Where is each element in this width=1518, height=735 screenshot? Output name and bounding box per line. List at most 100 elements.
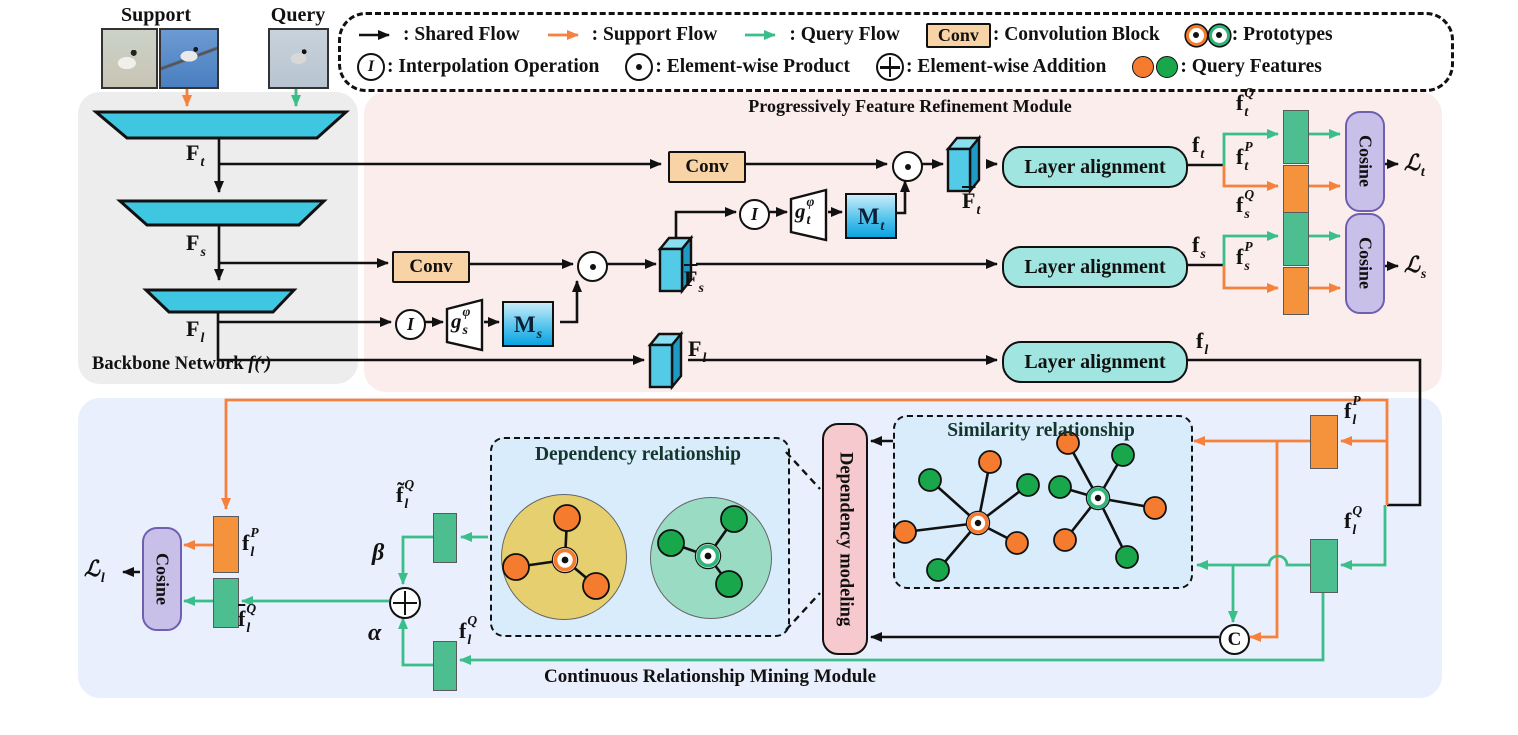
dependency-graph-query — [657, 505, 748, 598]
flow-alpha-to-plus — [398, 617, 433, 667]
legend-label: : Interpolation Operation — [387, 56, 600, 78]
query-image — [268, 28, 329, 89]
legend-label: : Query Flow — [789, 24, 900, 46]
green-arrow-icon — [745, 30, 777, 41]
layer-alignment-l: Layer alignment — [1002, 341, 1188, 383]
prototype-dot — [974, 519, 982, 527]
feature-cube-fl — [647, 330, 684, 391]
conv-chip-icon: Conv — [925, 22, 991, 48]
flow-fsP-branch — [1222, 265, 1279, 293]
flQtilde-feature-rect — [433, 513, 457, 563]
backbone-label: Backbone Network f(·) — [92, 354, 358, 375]
legend-label: : Convolution Block — [992, 24, 1160, 46]
fsQ-feature-rect — [1283, 212, 1309, 266]
g-phi-block-t — [789, 188, 828, 242]
query-feature-node — [978, 450, 1002, 474]
legend-label: : Prototypes — [1231, 24, 1333, 46]
query-feature-node — [1111, 443, 1135, 467]
alpha-label: α — [368, 620, 382, 646]
flow-m-to-odot-s — [560, 280, 582, 324]
orange-arrow-icon — [547, 30, 579, 41]
similarity-graph-support — [893, 450, 1040, 582]
layer-alignment-s: Layer alignment — [1002, 246, 1188, 288]
cosine-block-l: Cosine — [142, 527, 182, 631]
flow-flP-to-concat — [1249, 441, 1279, 642]
star-edges-support — [904, 461, 1029, 571]
conv-block-s: Conv — [392, 251, 470, 283]
query-label: Query — [270, 4, 326, 26]
flow-fl-to-box — [216, 312, 645, 365]
legend-label: : Element-wise Addition — [905, 56, 1107, 78]
legend-label: : Element-wise Product — [655, 56, 850, 78]
query-feature-node — [893, 520, 917, 544]
query-feature-node — [553, 504, 581, 532]
query-feature-node — [715, 570, 743, 598]
prototype-dot — [561, 556, 569, 564]
flP-feature-rect — [1310, 415, 1338, 469]
mask-t-label: M — [857, 203, 880, 229]
query-prototype-icon — [1208, 24, 1230, 46]
legend-elementwise-addition: : Element-wise Addition — [875, 53, 1107, 82]
legend-query-features: : Query Features — [1132, 56, 1322, 79]
interpolation-op-t: I — [739, 199, 770, 230]
legend-support-flow: : Support Flow — [546, 24, 717, 46]
flQ-feature-rect — [1310, 539, 1338, 593]
dependency-graph-support — [502, 504, 610, 600]
query-feature-node — [657, 529, 685, 557]
query-feature-node — [918, 468, 942, 492]
query-feature-node — [1115, 545, 1139, 569]
conv-block-t: Conv — [668, 151, 746, 183]
fsP-feature-rect — [1283, 267, 1309, 315]
legend-elementwise-product: : Element-wise Product — [625, 53, 850, 82]
interpolation-op-s: I — [395, 309, 426, 340]
query-feature-node — [502, 553, 530, 581]
query-feature-node — [1143, 496, 1167, 520]
support-image-2 — [159, 28, 219, 89]
elementwise-addition-op — [389, 587, 421, 619]
backbone-stage-mid — [116, 199, 328, 227]
legend-conv-block: Conv : Convolution Block — [925, 22, 1160, 48]
legend-box: : Shared Flow : Support Flow : Query Flo… — [338, 12, 1454, 92]
backbone-label-text: Backbone Network — [92, 354, 244, 374]
cosine-block-t: Cosine — [1345, 111, 1385, 212]
flow-fl-rightedge — [1184, 358, 1422, 507]
similarity-graph-query — [1048, 431, 1167, 569]
flow-fsQ-branch — [1222, 231, 1279, 265]
layer-alignment-t: Layer alignment — [1002, 146, 1188, 188]
orange-query-feature-icon — [1132, 56, 1155, 79]
interpolation-icon: I — [357, 53, 385, 82]
legend-label: : Query Features — [1180, 56, 1322, 78]
backbone-stage-top — [91, 110, 350, 140]
elementwise-product-icon — [625, 53, 654, 82]
dependency-relationship-title: Dependency relationship — [534, 444, 742, 465]
flow-ftP-branch — [1222, 165, 1279, 191]
flow-flQ-to-sim — [1196, 554, 1310, 570]
legend-interpolation: I : Interpolation Operation — [357, 53, 600, 82]
legend-label: : Shared Flow — [403, 24, 520, 46]
cosine-block-s: Cosine — [1345, 213, 1385, 314]
feature-cube-fsbar — [657, 234, 694, 295]
